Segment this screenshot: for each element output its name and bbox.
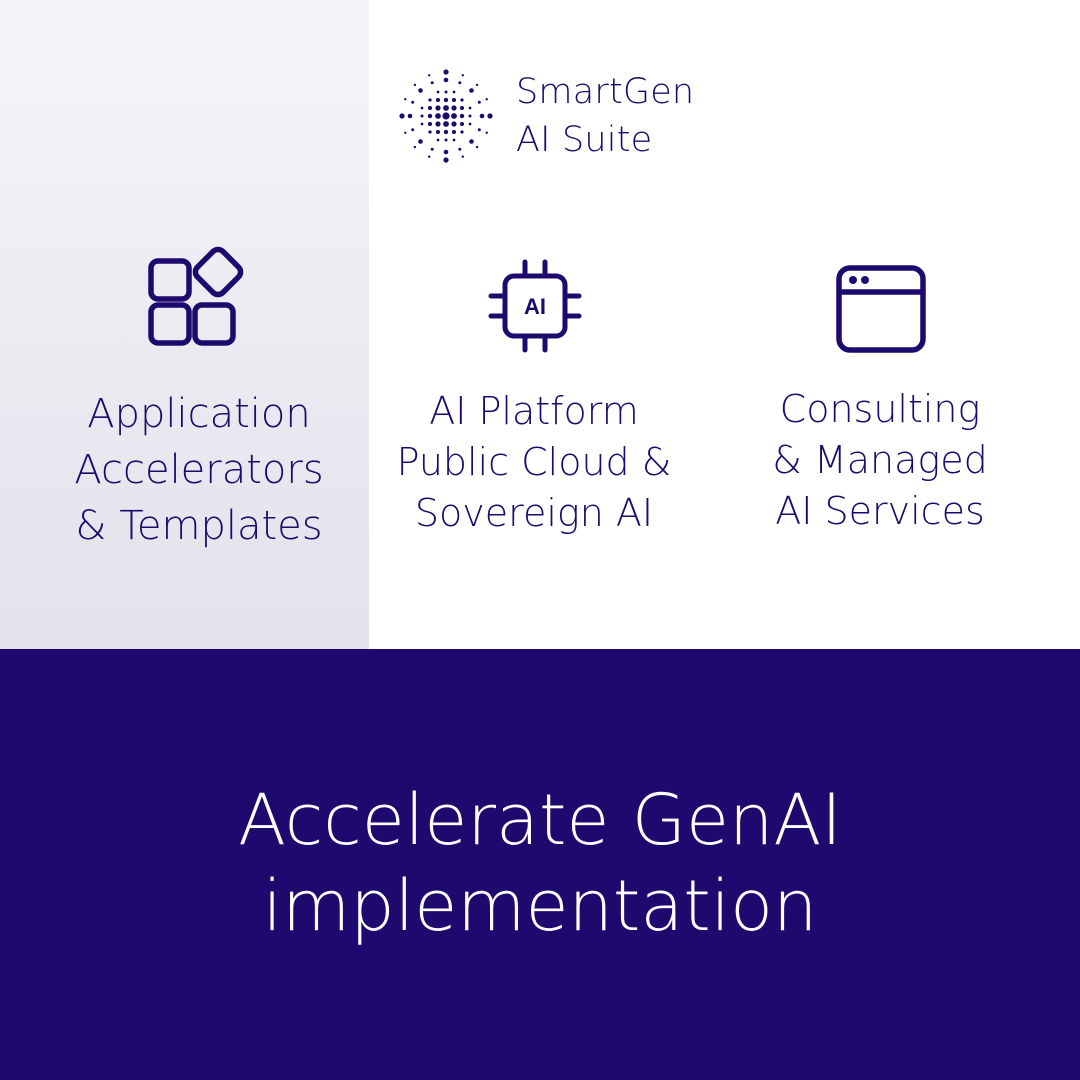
feature-label-line: Consulting	[779, 387, 981, 431]
feature-label-line: & Managed	[772, 438, 988, 482]
dot-burst-logo-icon	[399, 69, 493, 163]
headline-banner: Accelerate GenAI implementation	[0, 649, 1080, 1080]
top-section: SmartGen AI Suite Application Accelerato…	[0, 0, 1045, 649]
brand-name-line1: SmartGen	[516, 72, 695, 112]
highlight-panel	[0, 0, 369, 649]
headline: Accelerate GenAI implementation	[0, 777, 1080, 949]
feature-label-line: AI Platform	[429, 389, 639, 433]
headline-line2: implementation	[262, 865, 818, 947]
browser-window-icon	[836, 265, 926, 353]
feature-label-line: Public Cloud &	[396, 440, 672, 484]
brand-name: SmartGen AI Suite	[516, 68, 694, 164]
headline-line1: Accelerate GenAI	[238, 779, 842, 861]
feature-label: Consulting & Managed AI Services	[715, 384, 1045, 537]
feature-label-line: Accelerators	[74, 447, 324, 493]
feature-label-line: AI Services	[775, 489, 985, 533]
brand-lockup: SmartGen AI Suite	[396, 66, 694, 166]
ai-chip-icon: AI	[488, 259, 582, 353]
feature-label-line: Application	[87, 391, 311, 437]
app-blocks-icon	[148, 246, 244, 346]
feature-label: Application Accelerators & Templates	[30, 386, 368, 554]
feature-label-line: Sovereign AI	[414, 491, 654, 535]
brand-name-line2: AI Suite	[516, 120, 653, 160]
feature-label: AI Platform Public Cloud & Sovereign AI	[369, 386, 699, 539]
feature-label-line: & Templates	[75, 503, 323, 549]
chip-text: AI	[524, 294, 546, 319]
